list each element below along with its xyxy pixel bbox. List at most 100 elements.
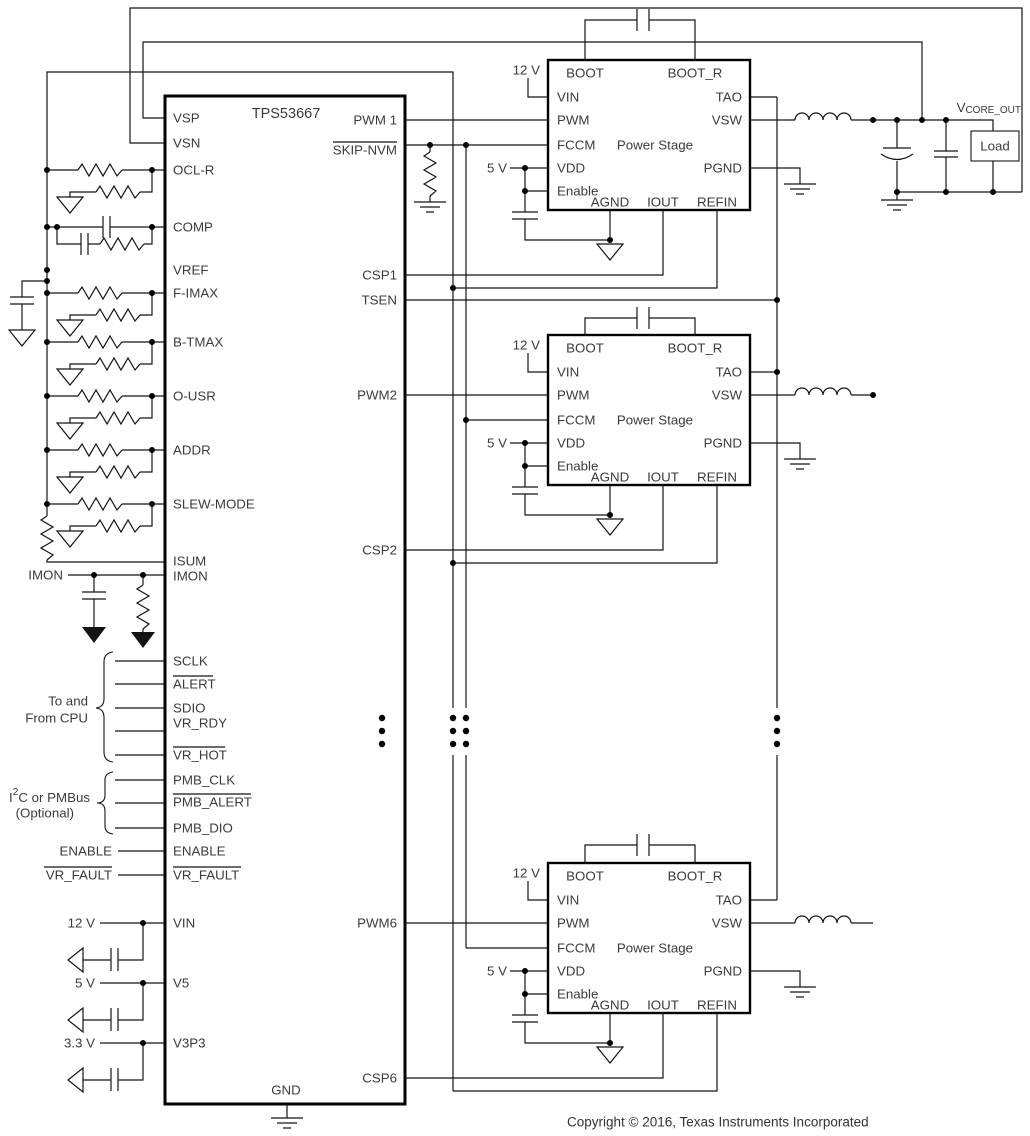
stage1-pin-vsw: VSW xyxy=(712,113,743,128)
stage3-pin-boot-r: BOOT_R xyxy=(668,869,723,884)
stage2-12v-label: 12 V xyxy=(513,338,540,353)
power-stage-3: BOOT BOOT_R VIN PWM FCCM VDD Enable Powe… xyxy=(405,861,873,1092)
supply-5v-label: 5 V xyxy=(75,976,95,991)
pin-csp6: CSP6 xyxy=(362,1071,397,1086)
copyright-text: Copyright © 2016, Texas Instruments Inco… xyxy=(567,1115,869,1130)
pin-sdio: SDIO xyxy=(173,701,206,716)
stage1-pin-pgnd: PGND xyxy=(704,161,742,176)
stage3-pin-vdd: VDD xyxy=(557,964,585,979)
stage2-pin-refin: REFIN xyxy=(697,470,737,485)
pin-enable: ENABLE xyxy=(173,844,226,859)
stage2-pin-pgnd: PGND xyxy=(704,436,742,451)
supply-3p3v-label: 3.3 V xyxy=(64,1036,95,1051)
stage1-pin-iout: IOUT xyxy=(647,195,679,210)
pin-pwm2: PWM2 xyxy=(357,388,397,403)
tps53667-ic-body xyxy=(163,94,407,1106)
stage1-pin-tao: TAO xyxy=(716,90,742,105)
supply-12v-label: 12 V xyxy=(68,916,95,931)
pmbus-brace xyxy=(96,771,114,835)
i2c-note-line2: (Optional) xyxy=(16,806,74,821)
stage2-pin-fccm: FCCM xyxy=(557,413,595,428)
stage1-agnd-triangle xyxy=(595,243,625,261)
stage2-pin-pwm: PWM xyxy=(557,388,590,403)
pin-vsp: VSP xyxy=(173,111,200,126)
pin-f-imax: F-IMAX xyxy=(173,286,218,301)
pin-csp2: CSP2 xyxy=(362,543,397,558)
pin-tsen: TSEN xyxy=(362,293,397,308)
stage1-body xyxy=(546,58,752,212)
stage1-pin-boot: BOOT xyxy=(566,66,604,81)
load-label: Load xyxy=(980,139,1010,154)
pin-vsn: VSN xyxy=(173,136,200,151)
stage3-pin-pgnd: PGND xyxy=(704,964,742,979)
cpu-brace xyxy=(95,651,114,763)
wire-net xyxy=(10,7,1023,1129)
stage2-5v-label: 5 V xyxy=(487,436,507,451)
pin-pmb-alert: PMB_ALERT xyxy=(173,795,252,810)
stage2-pin-tao: TAO xyxy=(716,365,742,380)
ic-left-pin-labels: VSP VSN OCL-R COMP VREF F-IMAX B-TMAX O-… xyxy=(173,111,255,1051)
pin-pmb-dio: PMB_DIO xyxy=(173,821,233,836)
stage2-pin-vin: VIN xyxy=(557,365,579,380)
stage3-title: Power Stage xyxy=(617,941,693,956)
stage1-pin-pwm: PWM xyxy=(557,113,590,128)
pin-comp: COMP xyxy=(173,220,213,235)
ic-right-pin-labels: PWM 1 SKIP-NVM CSP1 TSEN PWM2 CSP2 PWM6 … xyxy=(333,113,397,1086)
resistors xyxy=(39,151,438,630)
pin-pmb-clk: PMB_CLK xyxy=(173,773,235,788)
vr-fault-ext-label: VR_FAULT xyxy=(46,868,112,883)
stage2-pin-boot: BOOT xyxy=(566,341,604,356)
pin-csp1: CSP1 xyxy=(362,268,397,283)
vcore-out-label: VCORE_OUT xyxy=(957,100,1021,116)
stage3-5v-label2: 5 V xyxy=(487,964,507,979)
power-stage-1: BOOT BOOT_R VIN PWM FCCM VDD Enable Powe… xyxy=(405,58,873,289)
stage3-pin-refin: REFIN xyxy=(697,998,737,1013)
stage3-agnd-triangle xyxy=(595,1046,625,1064)
stage3-pin-agnd: AGND xyxy=(591,998,629,1013)
stage2-pin-enable: Enable xyxy=(557,459,598,474)
pin-v3p3: V3P3 xyxy=(173,1036,206,1051)
stage2-pin-iout: IOUT xyxy=(647,470,679,485)
pin-skip-nvm: SKIP-NVM xyxy=(333,143,397,158)
pin-sclk: SCLK xyxy=(173,654,208,669)
stage1-12v-label: 12 V xyxy=(513,63,540,78)
stage2-agnd-triangle xyxy=(595,518,625,536)
pin-gnd: GND xyxy=(271,1083,301,1098)
filled-ground-triangles xyxy=(82,627,155,648)
stage2-title: Power Stage xyxy=(617,413,693,428)
stage2-body xyxy=(546,333,752,487)
pin-pwm1: PWM 1 xyxy=(353,113,397,128)
pin-isum: ISUM xyxy=(173,554,206,569)
pin-alert: ALERT xyxy=(173,677,216,692)
power-stage-2: BOOT BOOT_R VIN PWM FCCM VDD Enable Powe… xyxy=(405,333,873,564)
imon-ext-label: IMON xyxy=(28,568,63,583)
stage2-pin-agnd: AGND xyxy=(591,470,629,485)
analog-ground-triangles xyxy=(7,196,85,1094)
stage1-pin-vdd: VDD xyxy=(557,161,585,176)
load-box xyxy=(970,130,1020,162)
stage2-pin-vdd: VDD xyxy=(557,436,585,451)
pin-ocl-r: OCL-R xyxy=(173,163,214,178)
stage1-pin-boot-r: BOOT_R xyxy=(668,66,723,81)
pin-vr-fault: VR_FAULT xyxy=(173,868,239,883)
stage2-pin-vsw: VSW xyxy=(712,388,743,403)
stage3-pin-vin: VIN xyxy=(557,893,579,908)
cpu-note-line2: From CPU xyxy=(25,711,88,726)
stage3-pin-fccm: FCCM xyxy=(557,941,595,956)
stage3-pin-pwm: PWM xyxy=(557,916,590,931)
pin-o-usr: O-USR xyxy=(173,389,216,404)
stage3-body xyxy=(546,861,752,1015)
pin-vr-hot: VR_HOT xyxy=(173,748,227,763)
stage3-pin-iout: IOUT xyxy=(647,998,679,1013)
pin-b-tmax: B-TMAX xyxy=(173,335,223,350)
pin-addr: ADDR xyxy=(173,443,211,458)
pin-pwm6: PWM6 xyxy=(357,916,397,931)
stage3-pin-boot: BOOT xyxy=(566,869,604,884)
stage1-pin-vin: VIN xyxy=(557,90,579,105)
stage3-pin-enable: Enable xyxy=(557,987,598,1002)
pin-v5: V5 xyxy=(173,976,189,991)
enable-ext-label: ENABLE xyxy=(60,844,113,859)
stage1-pin-fccm: FCCM xyxy=(557,138,595,153)
